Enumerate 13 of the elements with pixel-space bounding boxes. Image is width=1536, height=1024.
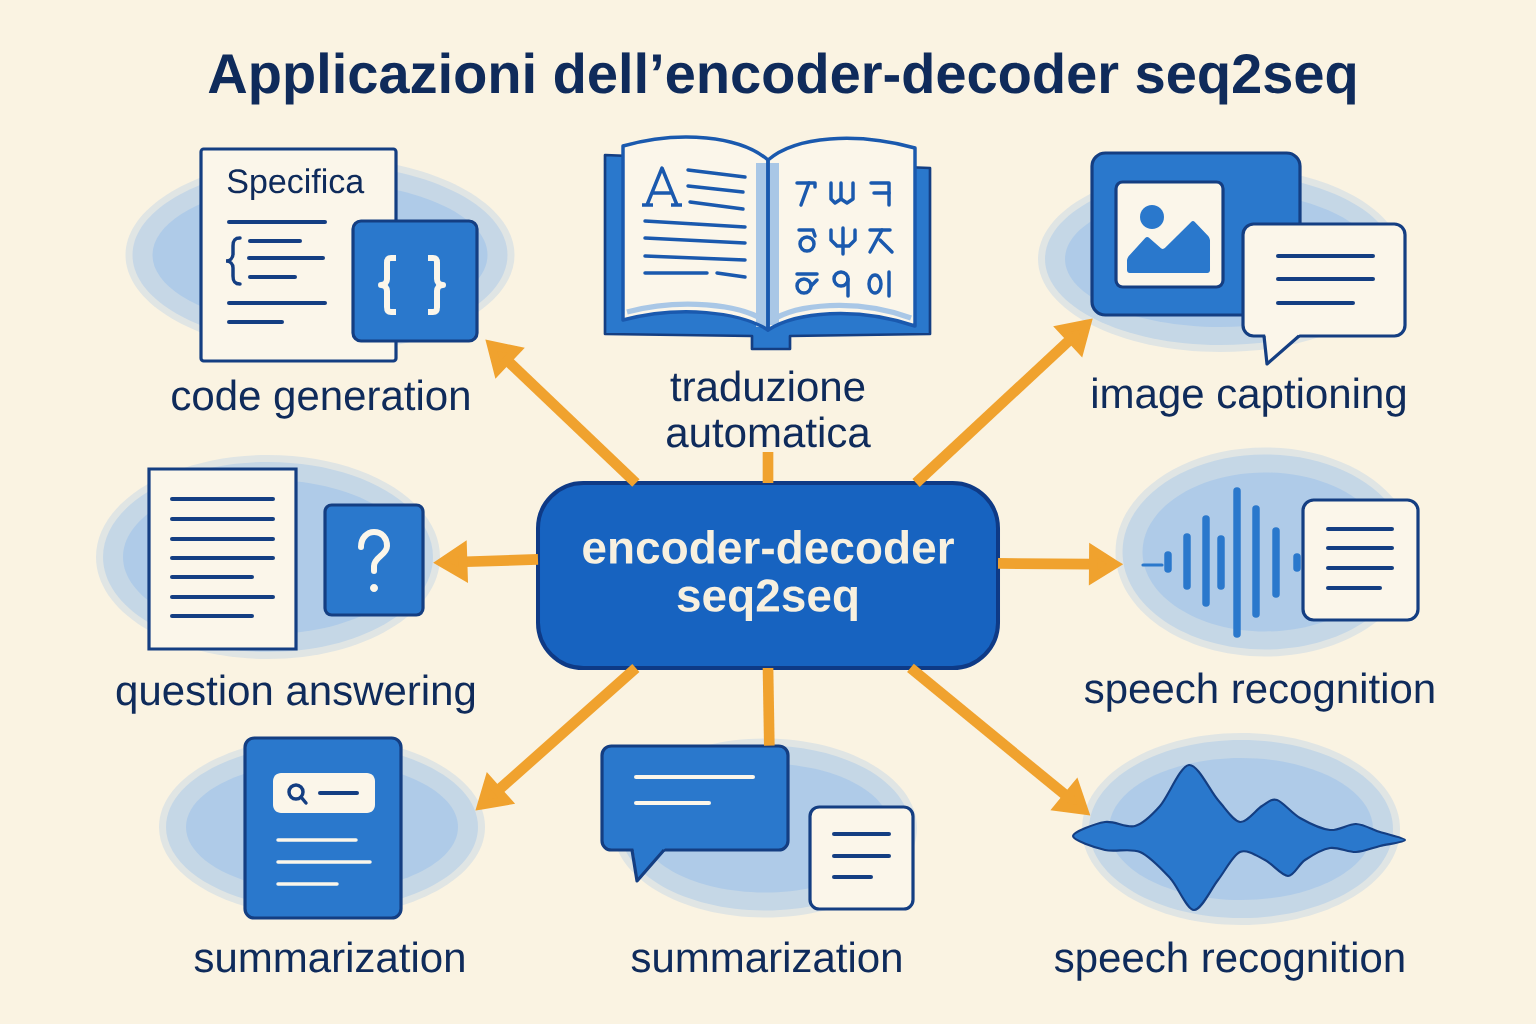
node-label: summarization bbox=[194, 941, 464, 973]
connector-line bbox=[762, 452, 774, 483]
node-label: speech recognition bbox=[1054, 941, 1404, 981]
connector-line bbox=[762, 667, 775, 746]
document-heading: Specifica bbox=[227, 168, 365, 201]
node-label: question answering bbox=[116, 674, 475, 714]
node-label: image captioning bbox=[1093, 377, 1405, 417]
node-label: traduzione automatica bbox=[667, 370, 871, 448]
node-label: summarization bbox=[631, 941, 901, 973]
rounded-box: encoder-decoder seq2seq bbox=[536, 481, 1000, 670]
title: Applicazioni dell’encoder-decoder seq2seq bbox=[208, 52, 1355, 105]
node-label: speech recognition bbox=[1084, 672, 1434, 712]
node-label: code generation bbox=[172, 379, 469, 419]
